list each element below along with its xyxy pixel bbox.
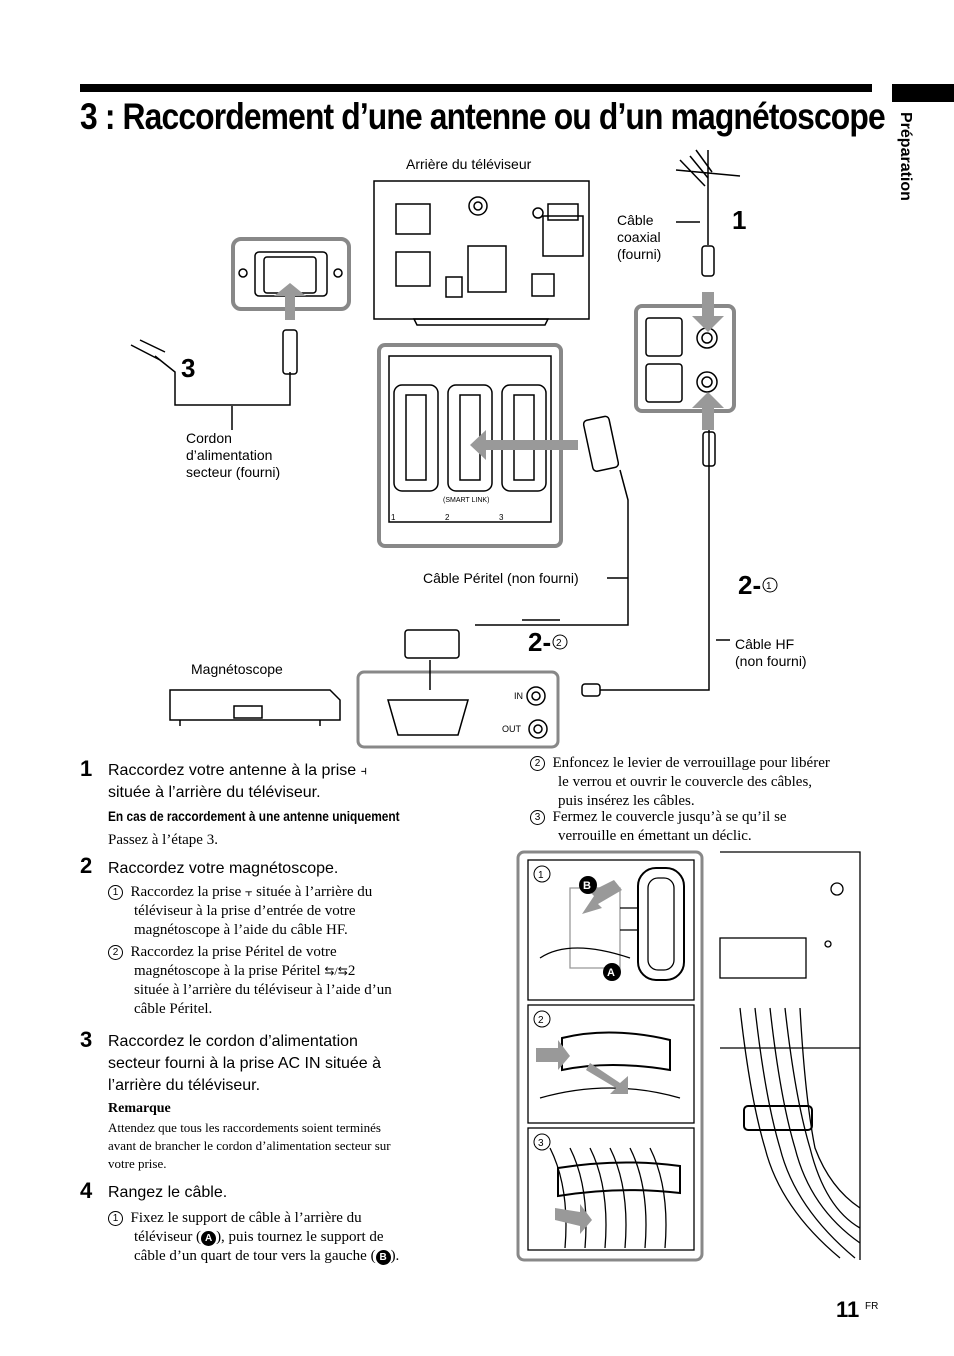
tv-back [373,180,590,320]
photo-step-3-label: 3 [538,1138,544,1149]
scart-number-1: 1 [391,513,396,522]
note-heading: Remarque [108,1101,171,1116]
scart-number-3: 3 [499,513,504,522]
step-4-text: Rangez le câble. [108,1184,228,1201]
connection-diagram: 1 3 2- 1 2- 2 (SMART LINK) 1 2 3 IN OUT [130,149,778,749]
photo-step-2-label: 2 [538,1015,544,1026]
step-1-text: Raccordez votre antenne à la prise ⫞ sit… [108,762,368,801]
step-2-item-2: 2 Raccordez la prise Péritel de votre ma… [108,943,448,1019]
marker-2-2: 2- [528,627,551,657]
step-2-item-1: 1 Raccordez la prise ⫟ située à l’arrièr… [108,883,448,940]
page-lang: FR [865,1301,879,1312]
step-2-number: 2 [80,853,93,878]
photo-step-1-label: 1 [538,870,544,881]
vcr-label: Magnétoscope [191,661,283,677]
step-3-number: 3 [80,1027,93,1052]
step-1-number: 1 [80,756,93,781]
tv-back-label: Arrière du téléviseur [406,156,532,172]
marker-1: 1 [732,205,746,235]
step-1-subhead: En cas de raccordement à une antenne uni… [108,808,400,824]
title-rule [80,84,872,92]
step-1-subtext: Passez à l’étape 3. [108,832,218,848]
step-3-text: Raccordez le cordon d’alimentation secte… [108,1033,382,1094]
rf-cable-label: Câble HF(non fourni) [735,636,807,669]
photo-mark-b: B [583,880,591,892]
marker-2-2-sub: 2 [556,638,562,649]
side-tab-bar [892,84,954,102]
smart-link-label: (SMART LINK) [443,497,489,504]
page-title: 3 : Raccordement d’une antenne ou d’un m… [80,96,886,137]
step-4-item-1: 1 Fixez le support de câble à l’arrière … [108,1209,468,1266]
scart-cable-label: Câble Péritel (non fourni) [423,570,579,586]
step-4-number: 4 [80,1178,93,1203]
note-text: Attendez que tous les raccordements soie… [108,1120,391,1171]
step-4-item-2: 2 Enfoncez le levier de verrouillage pou… [530,754,880,811]
step-2-text: Raccordez votre magnétoscope. [108,860,339,877]
scart-number-2: 2 [445,513,450,522]
out-jack-label: OUT [502,724,522,734]
cable-clamp-illustration: 1 2 3 B A [516,850,861,1262]
step-4-item-3: 3 Fermez le couvercle jusqu’à se qu’il s… [530,808,880,846]
marker-2-1-sub: 1 [766,581,772,592]
marker-2-1: 2- [738,570,761,600]
photo-mark-a: A [607,967,615,979]
in-jack-label: IN [514,691,523,701]
page-number: 11 [836,1297,860,1322]
marker-3: 3 [181,353,195,383]
